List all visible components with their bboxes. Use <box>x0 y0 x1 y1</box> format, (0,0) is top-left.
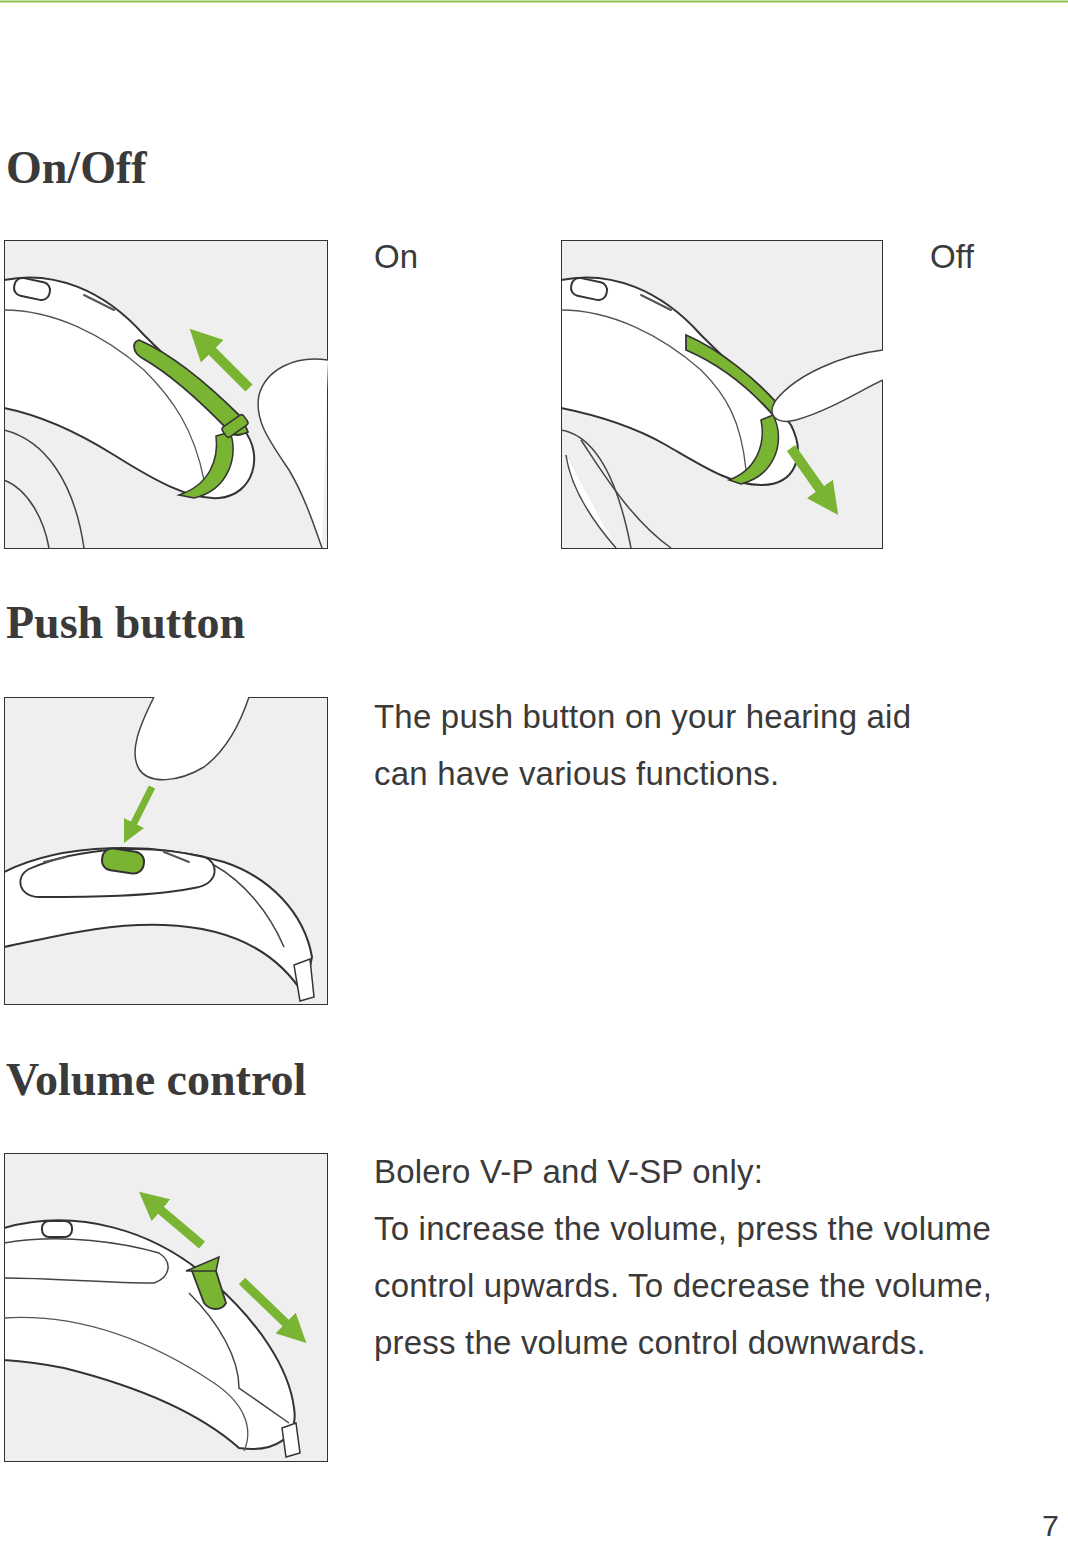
volume-control-illustration <box>4 1153 328 1462</box>
section-heading: Volume control <box>6 1052 306 1107</box>
page-number: 7 <box>1042 1500 1059 1548</box>
off-illustration <box>561 240 883 549</box>
description-text: To increase the volume, press the volume… <box>374 1200 1058 1371</box>
on-illustration <box>4 240 328 549</box>
state-label: On <box>374 228 418 285</box>
state-label: Off <box>930 228 974 285</box>
section-heading: On/Off <box>6 140 147 195</box>
model-note: Bolero V-P and V-SP only: <box>374 1143 1054 1200</box>
description-text: The push button on your hearing aid can … <box>374 688 974 802</box>
section-heading: Push button <box>6 595 245 650</box>
top-rule <box>0 0 1068 6</box>
push-button-illustration <box>4 697 328 1005</box>
